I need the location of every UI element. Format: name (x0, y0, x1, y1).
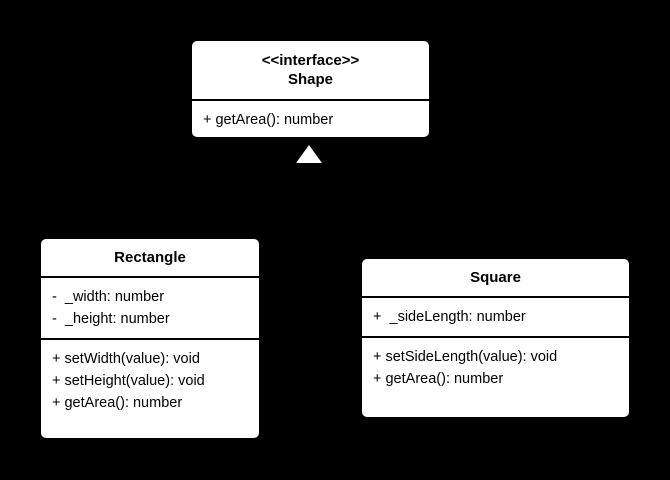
uml-class-shape-divider (192, 99, 429, 101)
uml-class-rectangle[interactable]: Rectangle - _width: number - _height: nu… (41, 239, 259, 438)
uml-class-square-divider-2 (362, 336, 629, 338)
uml-class-square-methods: + setSideLength(value): void + getArea()… (362, 338, 629, 398)
uml-class-rectangle-name: Rectangle (114, 249, 186, 266)
uml-class-shape-methods: + getArea(): number (192, 101, 429, 137)
uml-attribute: + _sideLength: number (373, 309, 526, 325)
uml-class-rectangle-methods: + setWidth(value): void + setHeight(valu… (41, 340, 259, 422)
uml-method: + setWidth(value): void (52, 351, 200, 367)
uml-class-square-divider-1 (362, 296, 629, 298)
uml-class-shape-header: <<interface>> Shape (192, 41, 429, 99)
uml-class-shape-name: Shape (287, 71, 333, 88)
uml-method: + getArea(): number (373, 371, 504, 387)
uml-attribute: - _width: number (52, 289, 165, 305)
uml-class-square-attributes: + _sideLength: number (362, 298, 629, 336)
uml-attribute: - _height: number (52, 311, 170, 327)
uml-class-square-name: Square (470, 269, 521, 286)
uml-method: + getArea(): number (52, 395, 183, 411)
generalization-arrowhead-icon (296, 145, 322, 163)
uml-class-rectangle-header: Rectangle (41, 239, 259, 276)
uml-class-rectangle-attributes: - _width: number - _height: number (41, 278, 259, 338)
uml-class-rectangle-divider-2 (41, 338, 259, 340)
uml-method: + setSideLength(value): void (373, 349, 558, 365)
uml-class-square[interactable]: Square + _sideLength: number + setSideLe… (362, 259, 629, 417)
uml-class-rectangle-divider-1 (41, 276, 259, 278)
uml-class-shape-stereotype: <<interface>> (261, 52, 360, 69)
uml-class-shape[interactable]: <<interface>> Shape + getArea(): number (192, 41, 429, 137)
uml-class-square-header: Square (362, 259, 629, 296)
uml-method: + setHeight(value): void (52, 373, 205, 389)
uml-method: + getArea(): number (203, 112, 334, 128)
